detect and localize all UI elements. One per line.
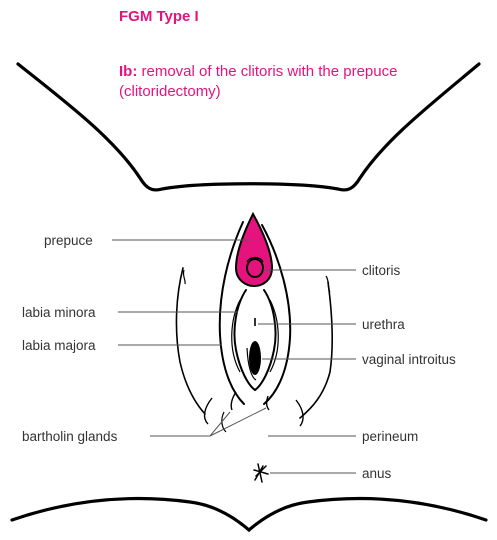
label-urethra: urethra xyxy=(362,317,405,333)
clitoris-mark xyxy=(247,259,263,277)
vaginal-introitus-mark xyxy=(249,341,261,375)
label-perineum: perineum xyxy=(362,429,418,445)
label-vaginal-introitus: vaginal introitus xyxy=(362,352,456,368)
label-clitoris: clitoris xyxy=(362,263,400,279)
label-anus: anus xyxy=(362,466,391,482)
label-labia-minora: labia minora xyxy=(22,305,96,321)
right-thigh-contour xyxy=(300,282,332,418)
left-thigh-contour xyxy=(176,268,205,414)
lower-body-outline xyxy=(12,499,486,530)
label-bartholin-glands: bartholin glands xyxy=(22,429,117,445)
label-labia-majora: labia majora xyxy=(22,338,96,354)
upper-body-outline xyxy=(18,64,479,190)
anus-mark xyxy=(254,464,268,482)
label-prepuce: prepuce xyxy=(44,233,93,249)
leader-bartholin xyxy=(150,408,266,436)
